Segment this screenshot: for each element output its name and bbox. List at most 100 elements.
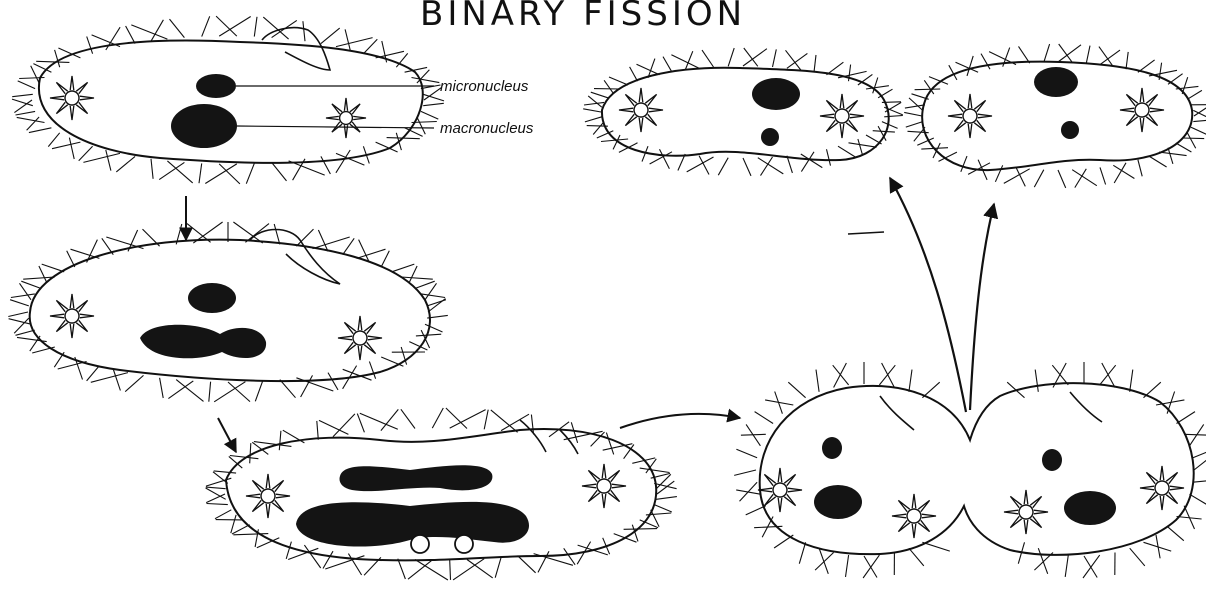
vacuole-center bbox=[340, 112, 353, 125]
cilium bbox=[219, 17, 251, 37]
cilium bbox=[827, 62, 844, 75]
cilium bbox=[83, 153, 120, 162]
cilium bbox=[587, 126, 608, 127]
cilium bbox=[106, 237, 143, 249]
cilium bbox=[12, 99, 33, 106]
cilium bbox=[16, 111, 36, 115]
cilium bbox=[685, 51, 693, 70]
cilium bbox=[1182, 138, 1204, 139]
cilium bbox=[39, 266, 47, 282]
cilium bbox=[151, 159, 153, 179]
cilium bbox=[915, 89, 941, 90]
cilium bbox=[303, 21, 305, 41]
cilium bbox=[637, 64, 660, 75]
cilium bbox=[1149, 156, 1167, 167]
cilium bbox=[630, 67, 638, 81]
cilium bbox=[10, 300, 29, 306]
cilium bbox=[336, 38, 373, 47]
cilium bbox=[914, 127, 925, 141]
cilium bbox=[424, 87, 442, 100]
cilium bbox=[1176, 143, 1192, 152]
cilium bbox=[357, 249, 386, 258]
cilium bbox=[1168, 148, 1173, 164]
cilium bbox=[421, 111, 438, 119]
cilium bbox=[202, 16, 210, 36]
cilium bbox=[624, 529, 658, 530]
cilium bbox=[1019, 46, 1030, 63]
cilium bbox=[205, 164, 237, 184]
cilium bbox=[1191, 127, 1206, 134]
cilium bbox=[1184, 434, 1206, 435]
cilium bbox=[317, 421, 319, 440]
cilium bbox=[48, 133, 59, 147]
cilium bbox=[728, 48, 734, 66]
cilium bbox=[1187, 133, 1195, 149]
cilium bbox=[30, 336, 40, 351]
cilium bbox=[1016, 167, 1025, 186]
cilium bbox=[343, 238, 355, 254]
micronucleus bbox=[188, 283, 236, 313]
cilium bbox=[319, 420, 348, 434]
micronucleus bbox=[761, 128, 779, 146]
macronucleus bbox=[752, 78, 800, 110]
vacuole-center bbox=[907, 509, 921, 523]
cilium bbox=[207, 504, 228, 505]
cilium bbox=[381, 409, 398, 430]
cilium bbox=[32, 347, 55, 353]
cilium bbox=[432, 408, 443, 428]
cilium bbox=[71, 249, 100, 258]
cilium bbox=[1138, 60, 1155, 72]
vacuole-center bbox=[1155, 481, 1169, 495]
cilium bbox=[834, 363, 847, 388]
micronucleus bbox=[1061, 121, 1079, 139]
macronucleus-left bbox=[814, 485, 862, 519]
arrow-to-daughter-left bbox=[890, 178, 966, 412]
stage-1-parent-cell bbox=[12, 16, 444, 184]
cilium bbox=[1177, 412, 1196, 424]
cilium bbox=[69, 138, 74, 159]
cilium bbox=[1052, 365, 1068, 385]
cilium bbox=[54, 352, 64, 367]
cilium bbox=[1149, 70, 1177, 76]
cilium bbox=[702, 50, 714, 67]
cilium bbox=[106, 150, 111, 171]
cilium bbox=[833, 365, 849, 385]
cilium bbox=[788, 382, 805, 398]
cilium bbox=[1138, 160, 1142, 177]
cilium bbox=[42, 264, 64, 272]
cilium bbox=[755, 412, 774, 424]
cilium bbox=[1187, 90, 1202, 99]
cilium bbox=[1194, 105, 1206, 116]
cilium bbox=[906, 122, 923, 128]
cilium bbox=[922, 382, 939, 398]
cilium bbox=[91, 373, 128, 383]
cilium bbox=[1193, 120, 1206, 122]
cilium bbox=[246, 163, 254, 183]
macronucleus bbox=[1034, 67, 1078, 97]
cilium bbox=[160, 378, 164, 398]
cilium bbox=[1193, 480, 1206, 482]
cilium bbox=[126, 26, 136, 44]
cilium bbox=[232, 525, 250, 534]
cilium bbox=[909, 370, 912, 392]
cilium bbox=[453, 559, 484, 580]
cilium bbox=[401, 277, 433, 279]
cilium bbox=[588, 96, 602, 107]
daughter-cell-2 bbox=[904, 44, 1206, 188]
cilium bbox=[741, 434, 766, 435]
cilium bbox=[116, 156, 135, 172]
cilium bbox=[272, 162, 287, 181]
cilium bbox=[363, 39, 377, 53]
cilium bbox=[12, 94, 33, 96]
cilium bbox=[58, 362, 87, 370]
cilium bbox=[922, 542, 949, 551]
arrow-stage3-to-stage4 bbox=[620, 414, 740, 428]
cilium bbox=[773, 49, 777, 67]
cilium bbox=[16, 330, 35, 335]
arrow-to-daughter-right bbox=[970, 204, 994, 410]
cilium bbox=[904, 112, 922, 116]
cilium bbox=[231, 515, 236, 533]
cilium bbox=[746, 506, 766, 515]
macronucleus bbox=[171, 104, 237, 148]
cilium bbox=[1126, 52, 1128, 69]
